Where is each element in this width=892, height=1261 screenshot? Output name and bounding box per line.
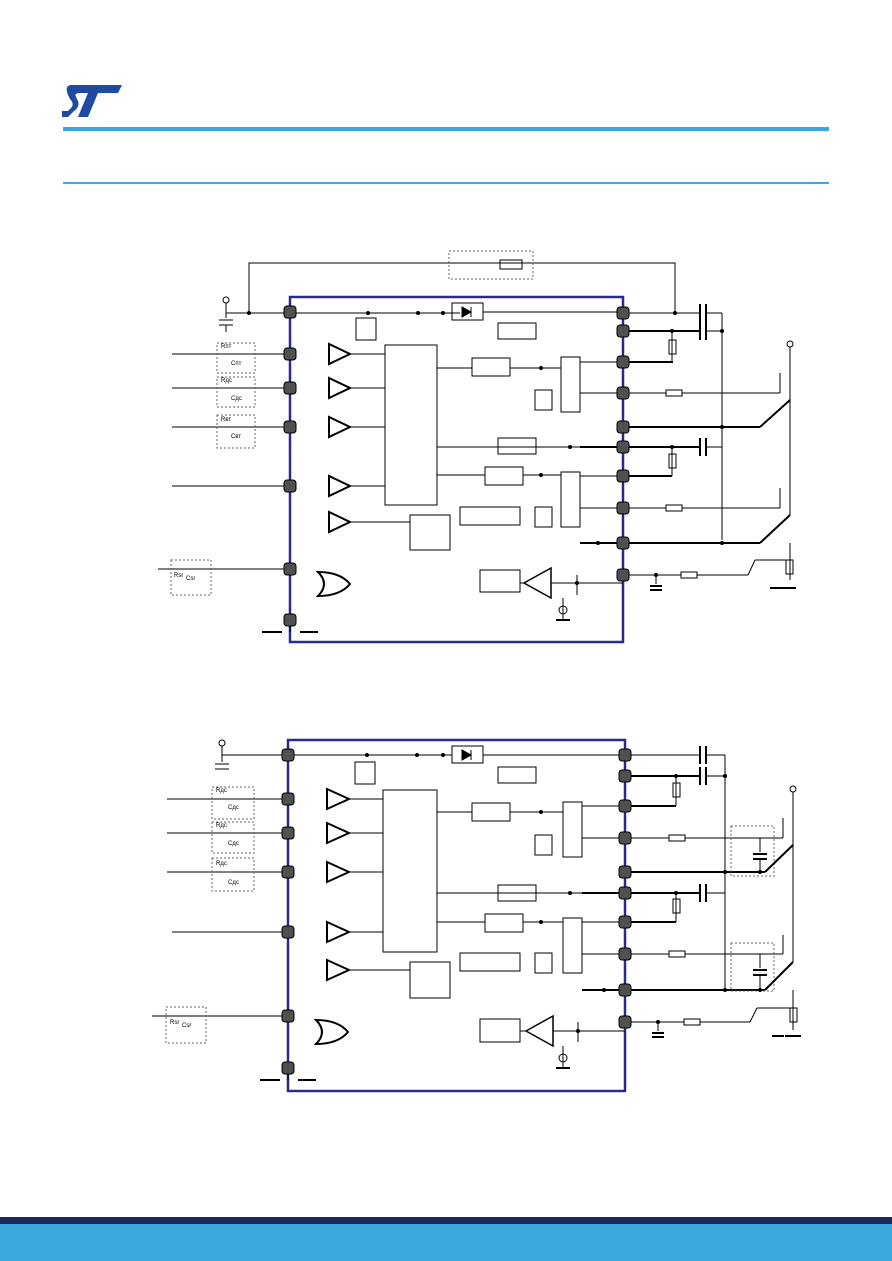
current-sense-comparator-icon [522, 566, 552, 600]
input-buffer-icon-1 [328, 342, 353, 366]
hs-gate-a [560, 356, 581, 413]
application-schematic-1: Rпт Cпт Rдс Cдс Rвт Cвт Rsr Csr [158, 250, 796, 644]
hs-driver-block-b [497, 437, 537, 455]
input-buffer-icon-4 [326, 920, 352, 944]
gate-resistor-hs [665, 389, 683, 397]
label-r4: Rsr [174, 573, 183, 579]
input-filter-box-1 [216, 342, 256, 374]
internal-diode-icon [461, 749, 473, 761]
uvlo-block [355, 317, 377, 341]
comparator-logic-block [409, 961, 451, 999]
input-filter-box-4 [170, 559, 212, 596]
label-c2: Cдс [231, 396, 242, 402]
bootstrap-resistor-b [668, 453, 677, 469]
application-schematic-2: Rдс Cдс Rдс Cдс Rдс Cдс Rsr Csr [152, 738, 801, 1093]
section-rule [63, 182, 829, 184]
vcc-terminal-icon [222, 296, 230, 304]
logic-block [382, 789, 438, 953]
footer-band-dark [0, 1217, 892, 1224]
bootstrap-resistor-a [668, 339, 677, 355]
label-r3: Rвт [221, 417, 231, 423]
bootstrap-resistor-a [672, 782, 681, 798]
hs-gate-b [560, 471, 581, 528]
input-buffer-icon-2 [326, 821, 352, 845]
label-c4: Csr [182, 1023, 191, 1029]
snubber-box-hs [730, 825, 775, 877]
gate-resistor-ls [665, 504, 683, 512]
ls-small-a [534, 834, 553, 856]
hv-bus-terminal-icon [789, 785, 797, 793]
sense-filter-block [479, 569, 521, 593]
input-buffer-icon-1 [326, 787, 352, 811]
input-filter-box-1 [211, 786, 255, 820]
sense-filter-block [479, 1018, 521, 1043]
sense-resistor [683, 1018, 701, 1026]
label-c1: Cпт [231, 361, 242, 367]
input-buffer-icon-4 [328, 474, 353, 498]
current-sense-comparator-icon [524, 1014, 554, 1048]
top-feedback-wire [248, 262, 676, 313]
label-r2: Rдс [221, 378, 232, 384]
input-buffer-icon-2 [328, 376, 353, 400]
gate-resistor-hs [668, 834, 686, 842]
comparator-logic-block [409, 514, 451, 551]
pin-group-left-1 [283, 305, 630, 627]
hs-driver-block-a [497, 322, 537, 340]
label-c3: Cдс [228, 880, 239, 886]
shunt-resistor [789, 1007, 798, 1023]
input-buffer-icon-3 [326, 860, 352, 884]
snubber-box-ls [730, 942, 775, 992]
uvlo-block [354, 761, 376, 785]
hs-driver-block-a [497, 766, 537, 784]
header-rule [63, 127, 829, 131]
label-c2: Cдс [228, 841, 239, 847]
bootstrap-resistor-b [672, 898, 681, 914]
label-r2: Rдс [216, 823, 227, 829]
input-filter-box-2 [216, 376, 256, 408]
level-shifter-a [471, 357, 511, 377]
st-logo: ST [62, 85, 122, 117]
level-shifter-a [471, 802, 511, 822]
footer-band [0, 1224, 892, 1261]
sense-resistor [680, 571, 698, 579]
input-filter-box-4 [165, 1006, 207, 1044]
feedback-dashed-box [448, 250, 534, 280]
deadtime-block [459, 952, 521, 972]
input-filter-box-3 [211, 857, 255, 892]
ls-small-b [534, 952, 553, 974]
st-logo-s-shape [62, 85, 122, 117]
input-filter-box-3 [216, 414, 256, 449]
input-buffer-icon-5 [326, 958, 352, 982]
gate-resistor-ls [668, 950, 686, 958]
hs-gate-a [562, 801, 583, 858]
level-shifter-b [484, 913, 524, 933]
label-r3: Rдс [216, 861, 227, 867]
input-filter-box-2 [211, 821, 255, 854]
ls-small-b [534, 506, 553, 528]
pin-group-2 [281, 748, 632, 1075]
label-r1: Rдс [216, 788, 227, 794]
ls-small-a [534, 389, 553, 411]
or-gate-icon [313, 1018, 350, 1046]
or-gate-icon [315, 570, 352, 598]
hv-bus-terminal-icon [786, 340, 794, 348]
hs-gate-b [562, 917, 583, 974]
vcc-terminal-icon [218, 739, 226, 747]
label-c4: Csr [186, 576, 195, 582]
label-r4: Rsr [170, 1020, 179, 1026]
deadtime-block [459, 506, 521, 526]
label-r1: Rпт [221, 344, 232, 350]
label-c1: Cдс [228, 805, 239, 811]
label-c3: Cвт [231, 434, 241, 440]
input-buffer-icon-5 [328, 510, 353, 534]
feedback-resistor [499, 259, 523, 270]
level-shifter-b [484, 466, 524, 486]
input-buffer-icon-3 [328, 415, 353, 439]
logic-block [384, 344, 438, 506]
internal-diode-icon [461, 306, 473, 318]
